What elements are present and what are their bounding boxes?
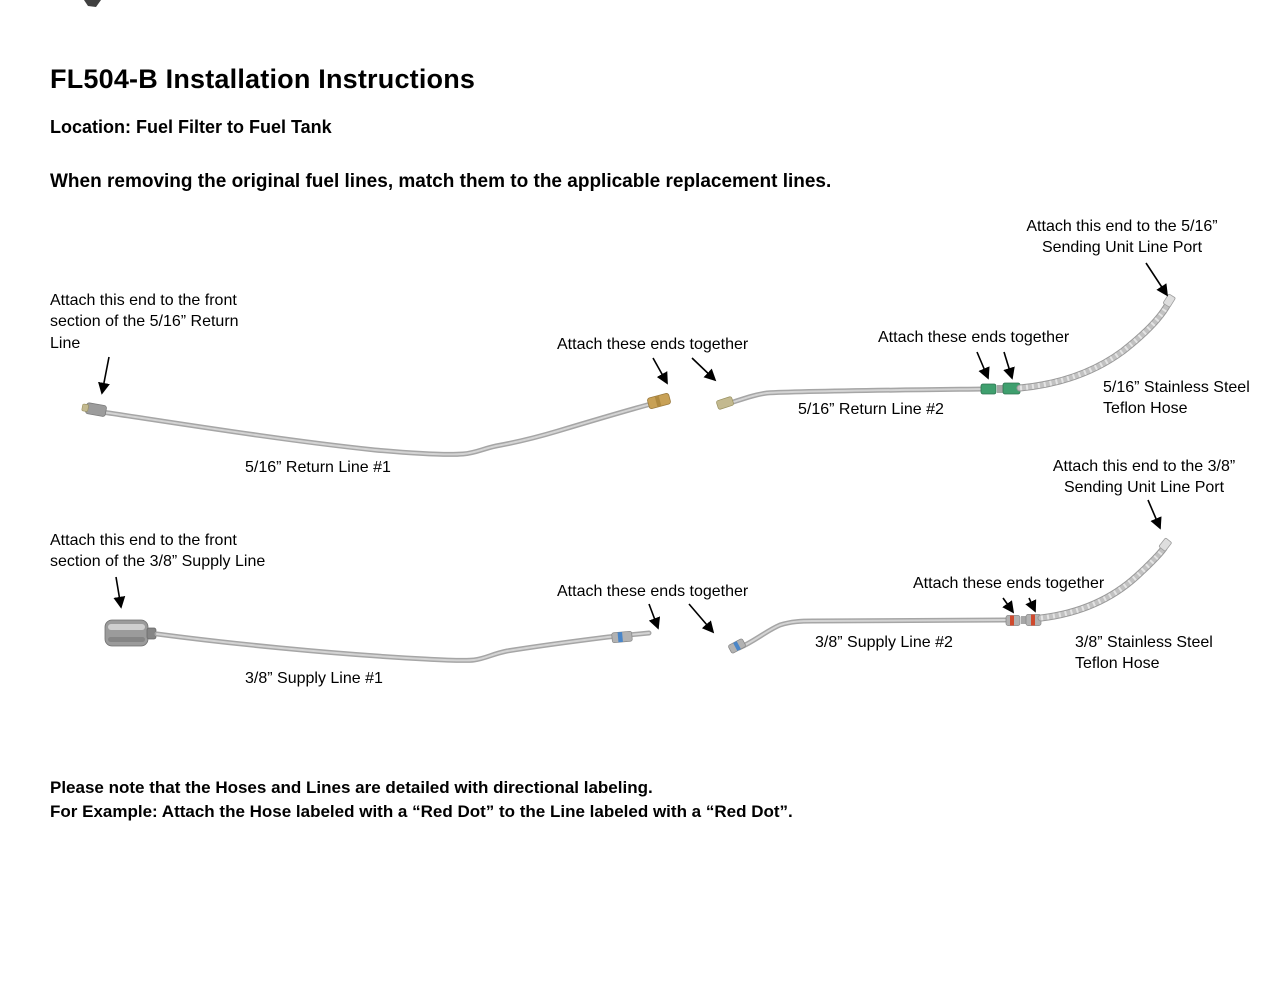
- arrow-supply-mid-right: [688, 603, 715, 634]
- return-hose-path: [1017, 301, 1171, 391]
- scan-artifact: [84, 0, 101, 7]
- arrow-return-mid-left: [652, 357, 668, 385]
- annotation-arrows: [98, 262, 1168, 634]
- arrow-supply-sending-port: [1147, 499, 1162, 530]
- page-title: FL504-B Installation Instructions: [50, 64, 476, 94]
- location-subtitle: Location: Fuel Filter to Fuel Tank: [50, 117, 332, 137]
- arrow-supply-right-right: [1025, 597, 1037, 613]
- arrow-return-right-right: [1003, 351, 1015, 380]
- supply-line-assembly: [104, 538, 1172, 664]
- supply-line-2-blue-fitting: [728, 638, 746, 654]
- supply-sending-port-label: Attach this end to the 3/8” Sending Unit…: [1052, 458, 1236, 497]
- supply-line-1-label: 3/8” Supply Line #1: [245, 670, 383, 687]
- supply-line-2-highlight: [738, 619, 1007, 649]
- directional-labeling-note: Please note that the Hoses and Lines are…: [50, 778, 653, 797]
- return-line-2-end-fitting: [716, 396, 734, 410]
- return-line-1-front-fitting: [81, 402, 107, 417]
- return-attach-right-label: Attach these ends together: [878, 329, 1070, 346]
- supply-hose-label: 3/8” Stainless Steel Teflon Hose: [1075, 634, 1213, 673]
- red-dot-example-note: For Example: Attach the Hose labeled wit…: [50, 802, 793, 821]
- supply-hose-braid: [1040, 546, 1167, 621]
- supply-line-1-blue-fitting: [611, 630, 633, 644]
- return-attach-mid-label: Attach these ends together: [557, 336, 749, 353]
- arrow-supply-right-left: [1002, 597, 1015, 614]
- return-green-fittings: [980, 382, 1021, 395]
- supply-line-1-highlight: [156, 632, 650, 662]
- supply-hose-tip: [1158, 538, 1172, 552]
- arrow-return-right-left: [976, 351, 990, 380]
- arrow-supply-front: [113, 576, 126, 609]
- return-attach-front-label: Attach this end to the front section of …: [50, 292, 239, 352]
- fuel-filter: [104, 619, 157, 647]
- arrow-return-sending-port: [1145, 262, 1168, 297]
- return-sending-port-label: Attach this end to the 5/16” Sending Uni…: [1026, 218, 1218, 257]
- supply-red-fittings: [1005, 614, 1042, 626]
- supply-attach-mid-label: Attach these ends together: [557, 583, 749, 600]
- return-line-1-highlight: [101, 403, 652, 456]
- supply-line-1-path: [154, 630, 652, 664]
- return-line-2-highlight: [726, 388, 985, 405]
- supply-attach-front-label: Attach this end to the front section of …: [50, 532, 266, 571]
- return-line-1-brass-fitting: [647, 393, 671, 409]
- return-hose-label: 5/16” Stainless Steel Teflon Hose: [1103, 379, 1250, 418]
- return-line-1-label: 5/16” Return Line #1: [245, 459, 391, 476]
- return-hose-tip: [1163, 293, 1176, 308]
- supply-line-2-label: 3/8” Supply Line #2: [815, 634, 953, 651]
- return-line-1-path: [99, 401, 654, 457]
- arrow-supply-mid-left: [648, 603, 661, 630]
- arrow-return-front: [98, 356, 110, 395]
- supply-attach-right-label: Attach these ends together: [913, 575, 1105, 592]
- arrow-return-mid-right: [691, 357, 717, 382]
- return-line-assembly: [81, 293, 1176, 457]
- instruction-line: When removing the original fuel lines, m…: [50, 171, 832, 192]
- return-line-2-label: 5/16” Return Line #2: [798, 401, 944, 418]
